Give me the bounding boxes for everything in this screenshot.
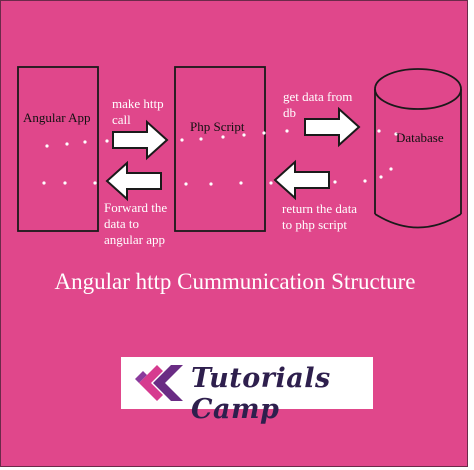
- edge-label-line: get data from: [283, 89, 353, 104]
- query-arrow-icon: [304, 106, 361, 148]
- response-arrow-icon: [105, 160, 162, 202]
- edge-label-line: call: [112, 112, 131, 127]
- logo-mark-icon: [135, 365, 183, 401]
- edge-label-line: angular app: [104, 232, 166, 247]
- database-cylinder: [374, 68, 462, 229]
- request-arrow-icon: [112, 119, 169, 161]
- edge-label-make-http-call: make http call: [112, 96, 164, 128]
- logo-wordmark: Tutorials Camp: [191, 363, 331, 425]
- edge-label-return-data: return the data to php script: [282, 201, 357, 233]
- edge-label-line: data to: [104, 216, 140, 231]
- edge-label-line: Forward the: [104, 200, 168, 215]
- edge-label-line: return the data: [282, 201, 358, 216]
- edge-label-forward-data: Forward the data to angular app: [104, 200, 167, 248]
- edge-label-line: db: [283, 105, 296, 120]
- angular-app-label: Angular App: [23, 110, 91, 125]
- database-label: Database: [396, 130, 444, 145]
- diagram-title: Angular http Cummunication Structure: [54, 269, 416, 294]
- edge-label-get-data: get data from db: [283, 89, 352, 121]
- angular-app-box: [17, 66, 99, 232]
- php-script-label: Php Script: [190, 119, 245, 134]
- return-arrow-icon: [273, 159, 330, 201]
- edge-label-line: to php script: [282, 217, 347, 232]
- edge-label-line: make http: [112, 96, 164, 111]
- php-script-box: [174, 66, 266, 232]
- tutorials-camp-logo: Tutorials Camp: [121, 357, 373, 425]
